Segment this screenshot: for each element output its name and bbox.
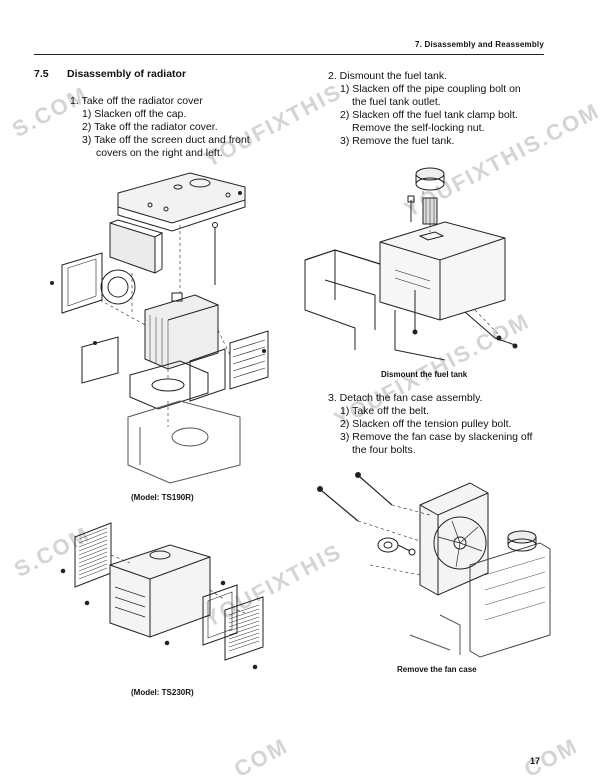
step-2-item: Remove the self-locking nut. — [352, 122, 485, 134]
fan-case-diagram — [310, 465, 555, 660]
step-2-item: the fuel tank outlet. — [352, 96, 441, 108]
running-header: 7. Disassembly and Reassembly — [415, 40, 544, 49]
step-2-item: 1) Slacken off the pipe coupling bolt on — [340, 83, 521, 95]
step-1-item: 1) Slacken off the cap. — [82, 108, 187, 120]
step-1-item: 3) Take off the screen duct and front — [82, 134, 250, 146]
figure-2-caption: (Model: TS230R) — [131, 688, 194, 697]
watermark: S.COM — [8, 81, 93, 143]
step-1-item: 2) Take off the radiator cover. — [82, 121, 218, 133]
step-2-item: 2) Slacken off the fuel tank clamp bolt. — [340, 109, 518, 121]
figure-3-caption: Dismount the fuel tank — [381, 370, 468, 379]
figure-1-caption: (Model: TS190R) — [131, 493, 194, 502]
step-3-item: 1) Take off the belt. — [340, 405, 429, 417]
fuel-tank-diagram — [295, 160, 550, 365]
step-2-item: 3) Remove the fuel tank. — [340, 135, 455, 147]
figure-4-caption: Remove the fan case — [397, 665, 477, 674]
step-2-title: 2. Dismount the fuel tank. — [328, 70, 448, 82]
page-number: 17 — [529, 756, 540, 766]
step-3-item: 2) Slacken off the tension pulley bolt. — [340, 418, 512, 430]
radiator-exploded-diagram-ts190r — [40, 165, 290, 485]
header-rule — [34, 54, 544, 55]
step-3-title: 3. Detach the fan case assembly. — [328, 392, 483, 404]
watermark: COM — [230, 733, 293, 783]
section-title: Disassembly of radiator — [67, 68, 187, 80]
section-number: 7.5 — [34, 68, 49, 80]
step-1-title: 1. Take off the radiator cover — [70, 95, 203, 107]
step-3-item: the four bolts. — [352, 444, 416, 456]
radiator-cover-diagram-ts230r — [55, 515, 280, 685]
step-3-item: 3) Remove the fan case by slackening off — [340, 431, 533, 443]
step-1-item: covers on the right and left. — [96, 147, 223, 159]
